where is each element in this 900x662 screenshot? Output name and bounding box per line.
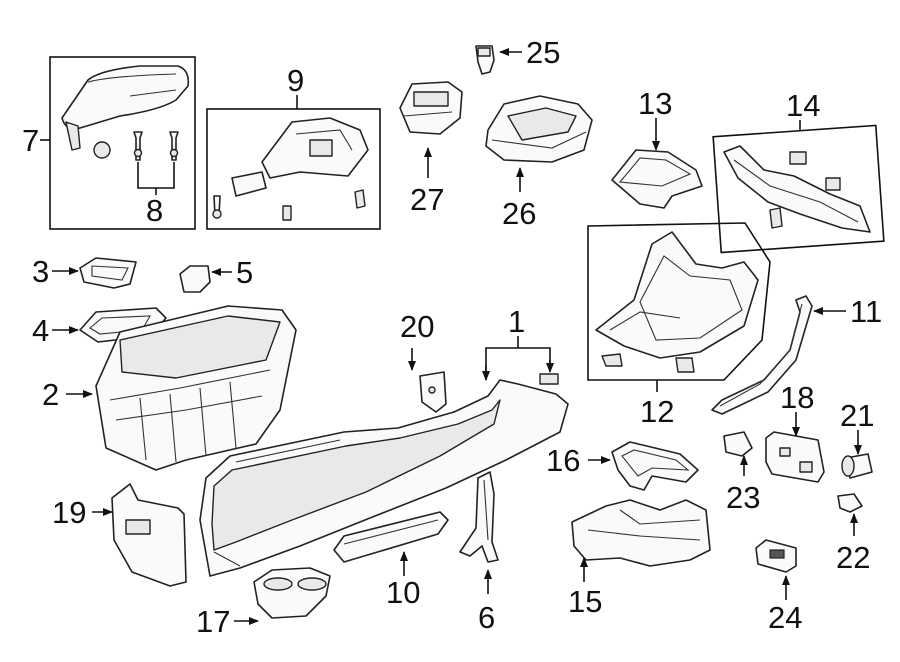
part-6-bracket[interactable] bbox=[459, 471, 499, 563]
part-13-tray[interactable] bbox=[611, 149, 703, 209]
callout-8: 8 bbox=[146, 193, 163, 228]
part-22-cap[interactable] bbox=[837, 493, 863, 513]
callout-19: 19 bbox=[52, 495, 86, 530]
part-25-clip[interactable] bbox=[475, 45, 495, 75]
part-17-cup-holder[interactable] bbox=[253, 567, 331, 619]
callout-1: 1 bbox=[508, 304, 525, 339]
part-23-clip[interactable] bbox=[723, 431, 753, 457]
part-20-bracket[interactable] bbox=[419, 371, 447, 413]
callout-2: 2 bbox=[42, 377, 59, 412]
callout-5: 5 bbox=[236, 255, 253, 290]
callout-15: 15 bbox=[568, 584, 602, 619]
part-18-switch-panel[interactable] bbox=[765, 431, 825, 483]
part-screws[interactable] bbox=[133, 131, 179, 161]
callout-4: 4 bbox=[32, 313, 49, 348]
part-2-storage-bin[interactable] bbox=[95, 305, 297, 471]
part-shift-panel[interactable] bbox=[212, 117, 369, 221]
part-11-trim-strip[interactable] bbox=[711, 295, 813, 415]
callout-26: 26 bbox=[502, 196, 536, 231]
part-5-clip[interactable] bbox=[179, 265, 211, 293]
part-15-panel[interactable] bbox=[571, 499, 711, 567]
callout-11: 11 bbox=[850, 294, 882, 329]
callout-17: 17 bbox=[196, 604, 230, 639]
callout-27: 27 bbox=[410, 182, 444, 217]
callout-7: 7 bbox=[22, 123, 39, 158]
callout-14: 14 bbox=[786, 88, 820, 123]
callout-20: 20 bbox=[400, 309, 434, 344]
callout-3: 3 bbox=[32, 254, 49, 289]
callout-25: 25 bbox=[526, 35, 560, 70]
callout-24: 24 bbox=[768, 600, 802, 635]
part-26-shift-assembly[interactable] bbox=[485, 95, 593, 163]
part-1-console-body[interactable] bbox=[199, 373, 569, 577]
callout-12: 12 bbox=[640, 394, 674, 429]
part-10-trim[interactable] bbox=[333, 511, 449, 563]
part-12-console-frame[interactable] bbox=[595, 231, 759, 373]
callout-9: 9 bbox=[287, 63, 304, 98]
group-box-7-8 bbox=[49, 56, 196, 230]
part-24-socket[interactable] bbox=[755, 539, 797, 573]
callout-16: 16 bbox=[546, 443, 580, 478]
group-box-9 bbox=[206, 108, 381, 230]
callout-6: 6 bbox=[478, 600, 495, 635]
callout-23: 23 bbox=[726, 480, 760, 515]
part-14-bracket[interactable] bbox=[723, 145, 871, 233]
callout-21: 21 bbox=[840, 398, 874, 433]
part-3-pad[interactable] bbox=[79, 257, 137, 289]
callout-22: 22 bbox=[836, 540, 870, 575]
group-box-12 bbox=[587, 222, 771, 381]
part-27-shift-knob[interactable] bbox=[399, 81, 463, 135]
part-19-side-cover[interactable] bbox=[111, 483, 187, 587]
group-box-14 bbox=[712, 124, 885, 254]
part-16-mat[interactable] bbox=[611, 441, 699, 491]
callout-18: 18 bbox=[780, 380, 814, 415]
callout-13: 13 bbox=[638, 86, 672, 121]
callout-10: 10 bbox=[386, 575, 420, 610]
part-armrest-lid[interactable] bbox=[61, 65, 190, 159]
part-21-knob[interactable] bbox=[841, 453, 873, 479]
